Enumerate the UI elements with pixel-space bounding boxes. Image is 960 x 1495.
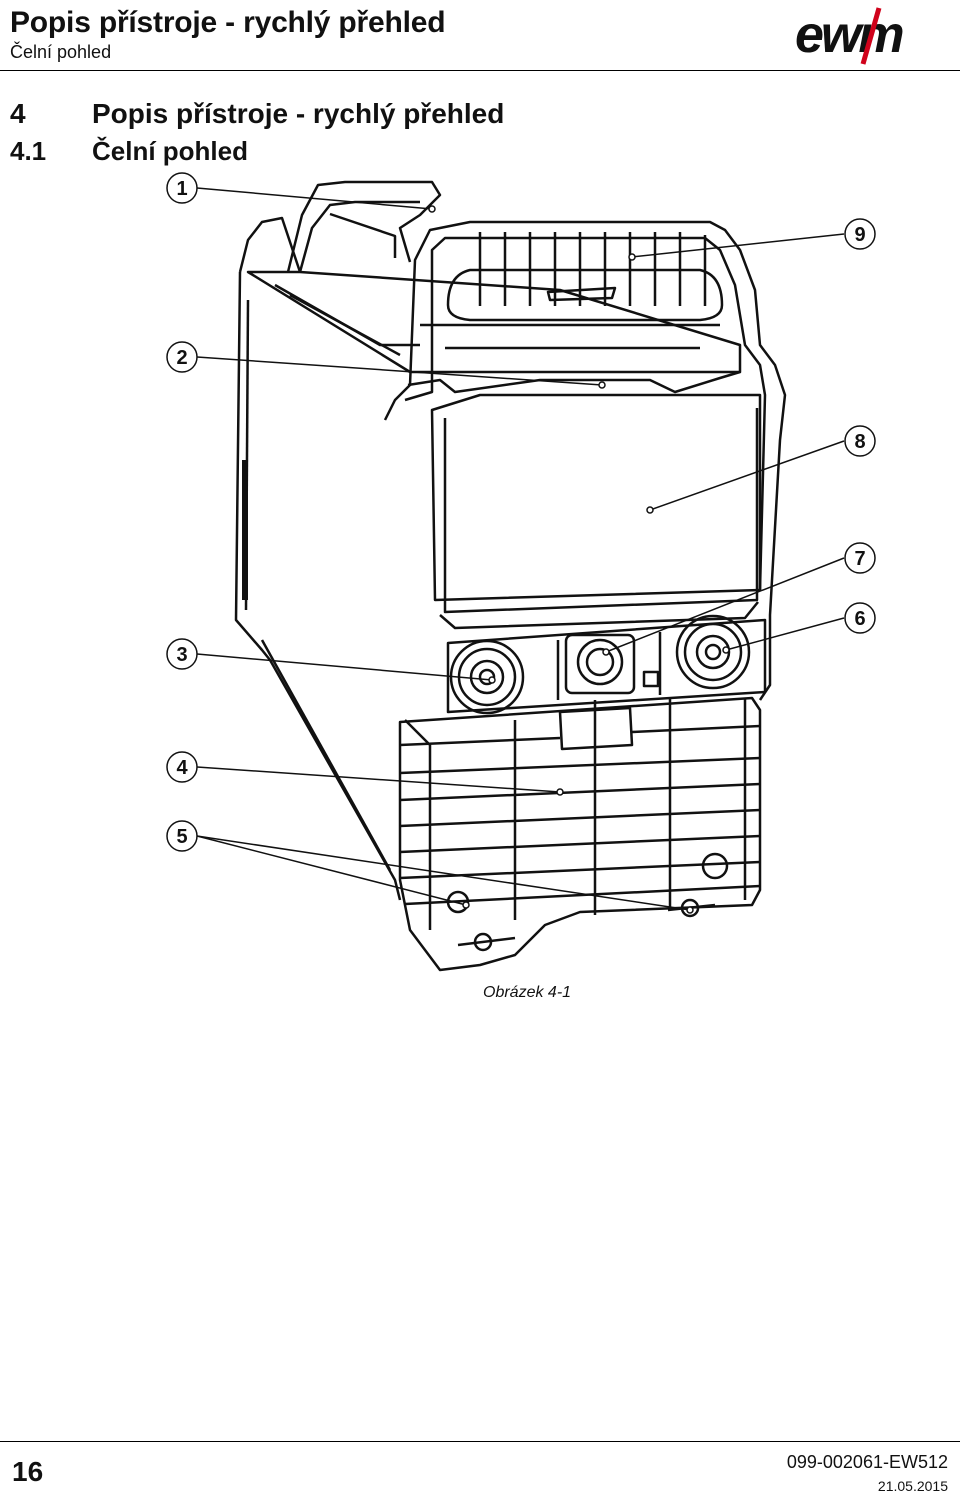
- callout-7: 7: [844, 542, 876, 574]
- callout-1-label: 1: [176, 178, 187, 200]
- callout-4: 4: [166, 751, 198, 783]
- subsection-number: 4.1: [10, 136, 47, 166]
- logo-slash: [860, 7, 882, 65]
- document-date: 21.05.2015: [877, 1478, 948, 1494]
- callout-3: 3: [166, 638, 198, 670]
- header-divider: [0, 70, 960, 71]
- callout-6: 6: [844, 602, 876, 634]
- callout-8-label: 8: [854, 431, 865, 453]
- callout-6-label: 6: [854, 608, 865, 630]
- callout-8: 8: [844, 425, 876, 457]
- section-title: Popis přístroje - rychlý přehled: [92, 98, 505, 129]
- callout-4-label: 4: [176, 757, 188, 779]
- footer-divider: [0, 1441, 960, 1442]
- callout-2: 2: [166, 341, 198, 373]
- callout-9: 9: [844, 218, 876, 250]
- subsection-title: Čelní pohled: [92, 136, 248, 166]
- callout-7-label: 7: [854, 548, 865, 570]
- callout-9-label: 9: [854, 224, 865, 246]
- page-header-title: Popis přístroje - rychlý přehled: [10, 6, 446, 39]
- section-number: 4: [10, 98, 26, 129]
- callout-3-label: 3: [176, 644, 187, 666]
- ewm-logo: ewm: [795, 6, 906, 65]
- document-number: 099-002061-EW512: [786, 1452, 948, 1472]
- page-header-subtitle: Čelní pohled: [10, 42, 112, 62]
- callout-5-label: 5: [176, 826, 187, 848]
- device-front-view-figure: 1 2 3 4 5 6 7 8 9: [166, 172, 876, 972]
- callout-2-label: 2: [176, 347, 187, 369]
- callout-1: 1: [166, 172, 198, 204]
- figure-caption: Obrázek 4-1: [483, 984, 572, 1001]
- page-number: 16: [12, 1456, 44, 1487]
- logo-text: ewm: [795, 6, 903, 64]
- callout-5: 5: [166, 820, 198, 852]
